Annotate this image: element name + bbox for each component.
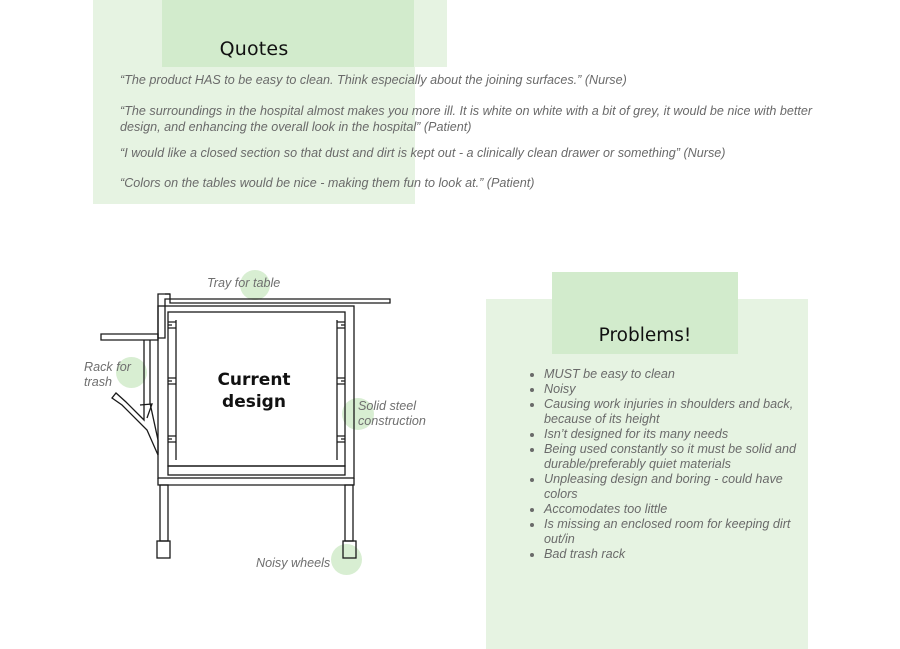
quote-item: “The surroundings in the hospital almost… xyxy=(120,104,813,134)
tray-label: Tray for table xyxy=(207,276,281,290)
problem-item: Unpleasing design and boring - could hav… xyxy=(544,472,814,502)
quote-item: “I would like a closed section so that d… xyxy=(120,146,726,160)
rack-label: Rack for trash xyxy=(84,360,131,389)
problems-panel-background xyxy=(486,299,808,649)
tray-annotation-dot xyxy=(240,270,270,300)
problem-item: Noisy xyxy=(544,382,814,397)
problems-title: Problems! xyxy=(598,325,692,346)
tray-shape xyxy=(157,293,391,339)
trash-rack-brace xyxy=(139,403,153,419)
quote-item: “Colors on the tables would be nice - ma… xyxy=(120,176,535,190)
problem-item: MUST be easy to clean xyxy=(544,367,814,382)
problem-item: Causing work injuries in shoulders and b… xyxy=(544,397,814,427)
left-leg xyxy=(159,484,169,542)
steel-annotation-dot xyxy=(342,398,374,430)
quote-item: “The product HAS to be easy to clean. Th… xyxy=(120,73,627,87)
current-design-label: Current design xyxy=(217,370,291,412)
problem-item: Is missing an enclosed room for keeping … xyxy=(544,517,814,547)
problem-item: Bad trash rack xyxy=(544,547,814,562)
right-leg xyxy=(344,484,354,542)
quotes-title-box xyxy=(162,0,414,67)
bottom-shelf xyxy=(167,465,346,476)
steel-label: Solid steel construction xyxy=(358,399,426,428)
problem-item: Accomodates too little xyxy=(544,502,814,517)
quotes-panel-background-lower xyxy=(93,67,415,204)
trash-rack-arm xyxy=(111,340,159,456)
wheels-annotation-dot xyxy=(331,544,362,575)
problems-title-box xyxy=(552,272,738,354)
problems-list: MUST be easy to clean Noisy Causing work… xyxy=(516,367,814,562)
frame-outer xyxy=(157,305,355,479)
right-wheel xyxy=(342,540,357,559)
rack-annotation-dot xyxy=(116,357,147,388)
left-wheel xyxy=(156,540,171,559)
wheels-label: Noisy wheels xyxy=(256,556,331,570)
problem-item: Isn’t designed for its many needs xyxy=(544,427,814,442)
trash-rack-top xyxy=(100,333,159,341)
problem-item: Being used constantly so it must be soli… xyxy=(544,442,814,472)
quotes-title: Quotes xyxy=(219,38,289,60)
